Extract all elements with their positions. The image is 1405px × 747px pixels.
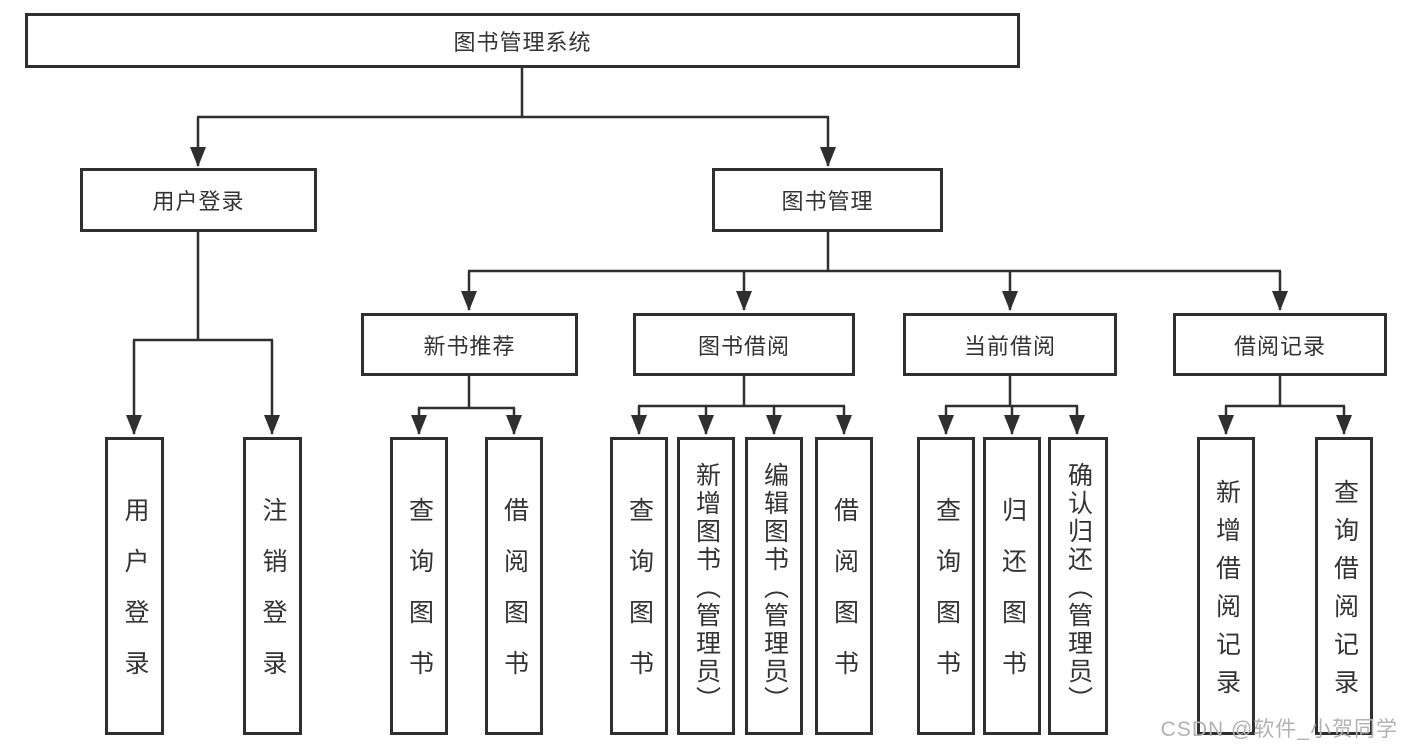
node-root-label: 图书管理系统 xyxy=(453,29,592,55)
leaf-bb-edit-books-admin: 编辑图书（管理员） xyxy=(745,437,803,735)
leaf-logout-label: 注销登录 xyxy=(259,497,287,701)
node-borrow-records-label: 借阅记录 xyxy=(1233,333,1326,359)
leaf-cb-confirm-return-admin: 确认归还（管理员） xyxy=(1048,437,1108,735)
leaf-bb-add-books-admin-label: 新增图书（管理员） xyxy=(692,461,721,714)
leaf-br-add-record-label: 新增借阅记录 xyxy=(1212,478,1241,707)
leaf-br-query-record-label: 查询借阅记录 xyxy=(1330,478,1359,707)
leaf-bb-borrow-books-label: 借阅图书 xyxy=(830,497,859,701)
node-book-management: 图书管理 xyxy=(712,168,943,232)
node-book-borrow: 图书借阅 xyxy=(633,313,855,376)
node-book-borrow-label: 图书借阅 xyxy=(697,333,790,359)
leaf-cb-return-books-label: 归还图书 xyxy=(998,497,1027,701)
leaf-bb-query-books: 查询图书 xyxy=(610,437,668,735)
leaf-logout: 注销登录 xyxy=(243,437,302,735)
leaf-br-add-record: 新增借阅记录 xyxy=(1197,437,1255,735)
node-borrow-records: 借阅记录 xyxy=(1173,313,1387,376)
leaf-cb-query-books-label: 查询图书 xyxy=(932,497,961,701)
node-book-management-label: 图书管理 xyxy=(781,189,874,214)
node-user-login: 用户登录 xyxy=(80,168,317,232)
node-current-borrow: 当前借阅 xyxy=(903,313,1117,376)
leaf-nbr-query-books-label: 查询图书 xyxy=(405,497,434,701)
node-new-book-recommend-label: 新书推荐 xyxy=(423,333,516,359)
leaf-nbr-borrow-books: 借阅图书 xyxy=(485,437,543,735)
leaf-br-query-record: 查询借阅记录 xyxy=(1315,437,1373,735)
leaf-user-login: 用户登录 xyxy=(105,437,164,735)
leaf-cb-return-books: 归还图书 xyxy=(983,437,1041,735)
node-current-borrow-label: 当前借阅 xyxy=(963,333,1056,359)
leaf-bb-borrow-books: 借阅图书 xyxy=(815,437,873,735)
leaf-cb-query-books: 查询图书 xyxy=(917,437,975,735)
node-new-book-recommend: 新书推荐 xyxy=(361,313,578,376)
csdn-watermark: CSDN @软件_小贺同学 xyxy=(1160,718,1398,741)
leaf-bb-edit-books-admin-label: 编辑图书（管理员） xyxy=(760,461,789,714)
leaf-bb-query-books-label: 查询图书 xyxy=(625,497,654,701)
leaf-cb-confirm-return-admin-label: 确认归还（管理员） xyxy=(1064,461,1093,714)
node-user-login-label: 用户登录 xyxy=(152,189,245,214)
leaf-user-login-label: 用户登录 xyxy=(121,497,149,701)
leaf-nbr-borrow-books-label: 借阅图书 xyxy=(500,497,529,701)
leaf-bb-add-books-admin: 新增图书（管理员） xyxy=(677,437,735,735)
leaf-nbr-query-books: 查询图书 xyxy=(390,437,448,735)
node-root: 图书管理系统 xyxy=(25,13,1020,68)
